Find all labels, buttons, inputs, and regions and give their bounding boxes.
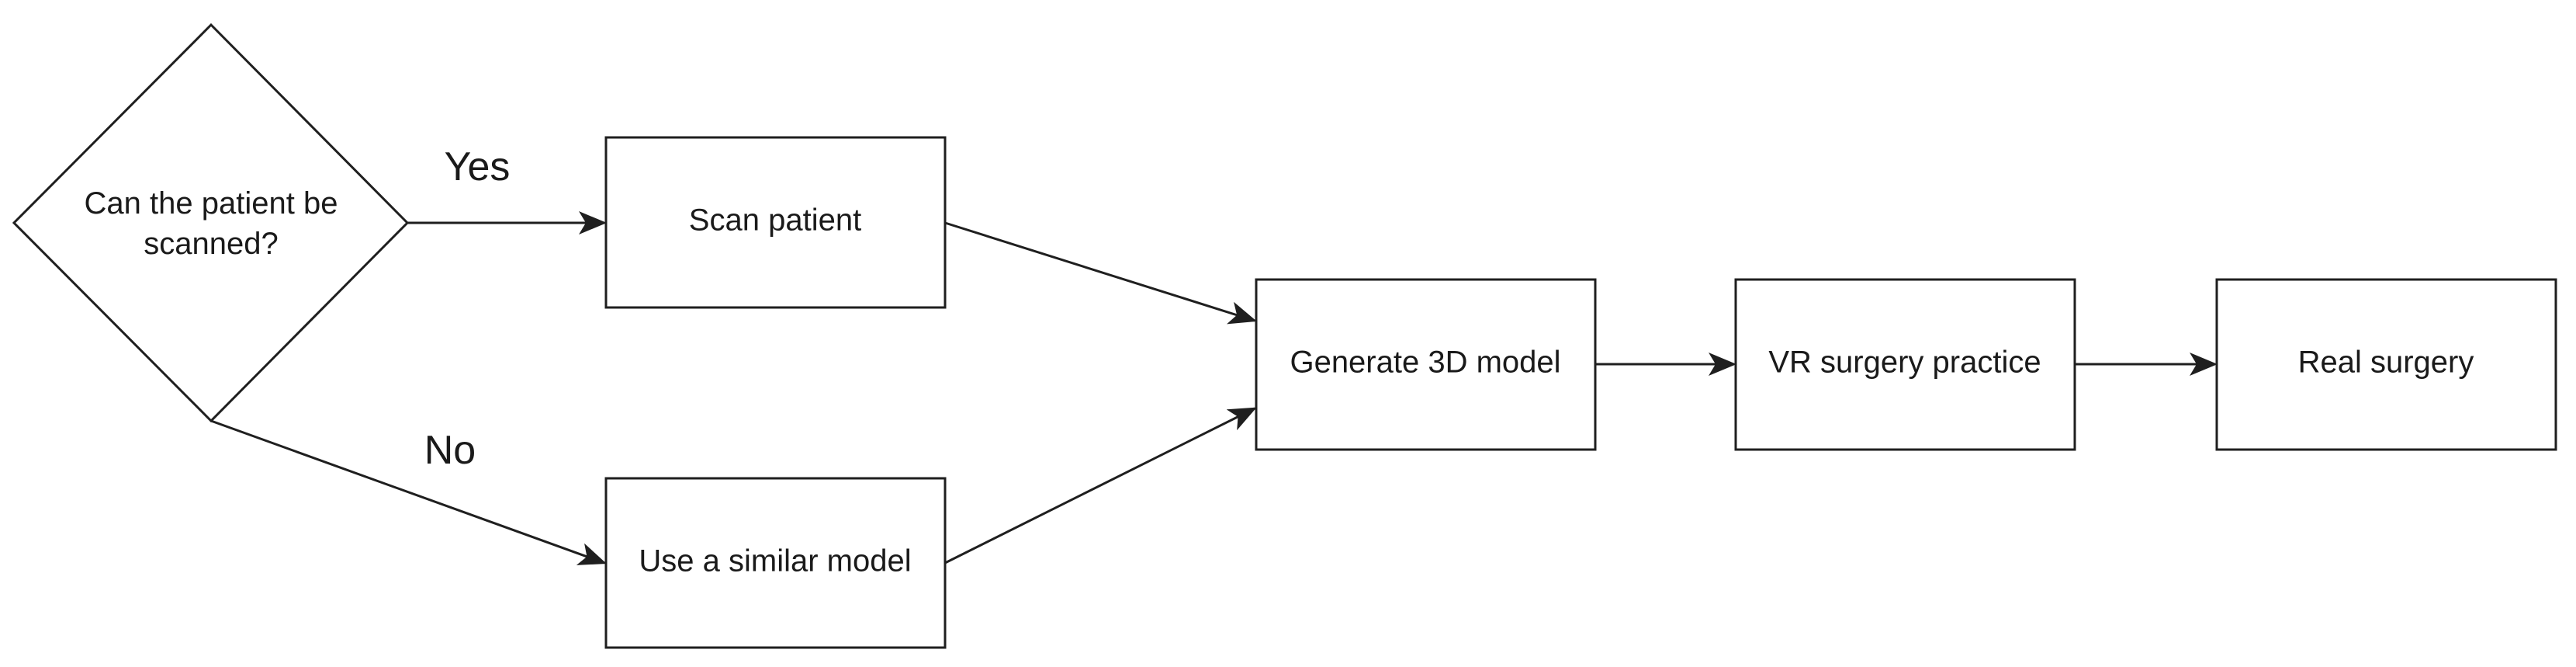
similar-model-label: Use a similar model bbox=[639, 544, 911, 578]
edge-scan-to-generate-arrow bbox=[944, 221, 1257, 325]
decision-label-line2: scanned? bbox=[144, 227, 278, 261]
edge-yes-label: Yes bbox=[445, 144, 511, 189]
edge-no-label: No bbox=[424, 428, 476, 473]
generate-model-label: Generate 3D model bbox=[1290, 346, 1560, 380]
scan-patient-label: Scan patient bbox=[689, 203, 861, 238]
vr-practice-node: VR surgery practice bbox=[1734, 278, 2076, 451]
real-surgery-node: Real surgery bbox=[2215, 278, 2557, 451]
vr-practice-label: VR surgery practice bbox=[1768, 346, 2041, 380]
similar-model-node: Use a similar model bbox=[604, 477, 947, 649]
decision-node: Can the patient be scanned? bbox=[12, 23, 410, 423]
generate-model-node: Generate 3D model bbox=[1255, 278, 1597, 451]
decision-label-line1: Can the patient be bbox=[85, 186, 338, 221]
edge-similar-to-generate-arrow bbox=[944, 407, 1257, 565]
scan-patient-node: Scan patient bbox=[604, 136, 947, 309]
real-surgery-label: Real surgery bbox=[2298, 346, 2474, 380]
edge-no-arrow bbox=[210, 419, 607, 565]
